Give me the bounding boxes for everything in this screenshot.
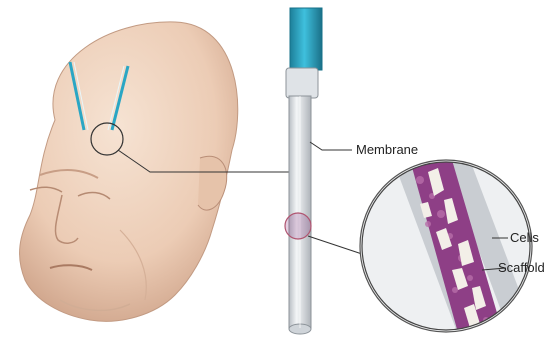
membrane-label: Membrane xyxy=(356,142,418,157)
scaffold-label: Scaffold xyxy=(498,260,545,275)
magnified-view xyxy=(360,160,540,337)
catheter-probe xyxy=(286,8,322,334)
membrane-leader-line xyxy=(310,142,352,150)
cells-label: Cells xyxy=(510,230,539,245)
probe-detail-circle xyxy=(285,213,311,239)
magnifier-leader-line xyxy=(308,236,362,254)
